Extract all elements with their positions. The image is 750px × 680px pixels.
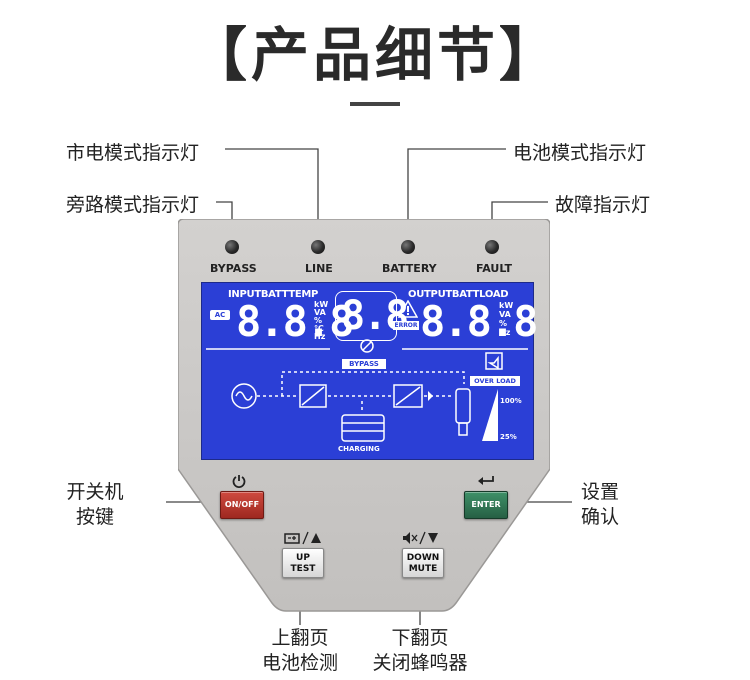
bypass-mode-led-label: 旁路模式指示灯 [66, 194, 200, 216]
load-bulb-icon [455, 388, 471, 424]
right-units: kW VA % Hz [499, 301, 517, 337]
power-button-label-line1: 开关机 [66, 481, 124, 503]
center-digits: 8.8 [341, 293, 409, 339]
mains-mode-led-label: 市电模式指示灯 [66, 142, 200, 164]
down-button-label-line1: 下翻页 [391, 627, 449, 649]
right-digits: 8.8.8 [420, 297, 538, 346]
down-button-label-line2: 关闭蜂鸣器 [372, 652, 468, 674]
load-level-bar [482, 389, 498, 441]
page-title: 【产品细节】 [188, 21, 561, 89]
inverter-icon [393, 384, 423, 408]
mute-speaker-icon [485, 352, 503, 370]
fault-led-label: 故障指示灯 [555, 194, 651, 216]
unit-hz-right: Hz [499, 328, 511, 337]
bypass-tag: BYPASS [342, 359, 386, 369]
level-25: 25% [500, 433, 517, 441]
enter-button-label-line1: 设置 [580, 481, 619, 503]
mains-sine-icon [231, 383, 257, 409]
rectifier-icon [299, 384, 327, 408]
input-header: INPUTBATTTEMP [228, 289, 319, 300]
battery-up-icon [284, 531, 321, 545]
battery-mode-led-label: 电池模式指示灯 [513, 142, 647, 164]
left-digits: 8.8.8 [236, 297, 354, 346]
bypass-switch-icon [360, 339, 374, 353]
power-icon [232, 475, 246, 488]
enter-button-label-line2: 确认 [580, 506, 619, 528]
line-led-leader [225, 148, 319, 240]
down-label: DOWN [406, 553, 440, 563]
on-off-button[interactable]: ON/OFF [220, 491, 264, 519]
unit-kw-right: kW [499, 301, 514, 310]
line-led [311, 240, 325, 254]
fault-led [485, 240, 499, 254]
warning-icon [398, 300, 418, 318]
level-100: 100% [500, 397, 522, 405]
lcd-screen: INPUTBATTTEMP OUTPUTBATTLOAD AC 8.8.8 kW… [201, 282, 538, 460]
ac-tag: AC [210, 310, 230, 320]
unit-percent: % [314, 316, 323, 325]
error-tag: ERROR [393, 321, 419, 330]
lcd-diagram [206, 339, 528, 442]
bypass-led [225, 240, 239, 254]
unit-kw: kW [314, 300, 329, 309]
title-underline [350, 102, 400, 106]
up-button-label: 上翻页 电池检测 [248, 626, 352, 676]
power-button-label: 开关机 按键 [60, 480, 130, 530]
enter-button[interactable]: ENTER [464, 491, 508, 519]
line-led-text: LINE [305, 262, 333, 275]
unit-va-right: VA [499, 310, 511, 319]
left-units: kW VA % ℃ Hz [314, 301, 332, 341]
mute-down-icon [403, 531, 438, 545]
charging-tag: CHARGING [338, 445, 380, 453]
battery-led [401, 240, 415, 254]
overload-tag: OVER LOAD [470, 376, 520, 386]
test-label: TEST [290, 564, 316, 574]
down-button-label: 下翻页 关闭蜂鸣器 [360, 626, 480, 676]
unit-percent-right: % [499, 319, 508, 328]
output-header: OUTPUTBATTLOAD [408, 289, 509, 300]
unit-hz: Hz [314, 332, 326, 341]
up-button-label-line2: 电池检测 [261, 652, 338, 674]
down-mute-button[interactable]: DOWN MUTE [402, 548, 444, 578]
battery-led-leader [407, 148, 506, 240]
enter-return-icon [478, 476, 494, 485]
unit-celsius: ℃ [314, 324, 324, 333]
battery-led-text: BATTERY [382, 262, 437, 275]
fault-led-text: FAULT [476, 262, 513, 275]
power-button-label-line2: 按键 [75, 506, 114, 528]
up-test-button[interactable]: UP TEST [282, 548, 324, 578]
battery-icon [341, 414, 385, 442]
unit-va: VA [314, 308, 326, 317]
up-label: UP [296, 553, 310, 563]
bypass-led-text: BYPASS [210, 262, 257, 275]
up-button-label-line1: 上翻页 [271, 627, 329, 649]
mute-label: MUTE [408, 564, 438, 574]
enter-button-label: 设置 确认 [575, 480, 625, 530]
